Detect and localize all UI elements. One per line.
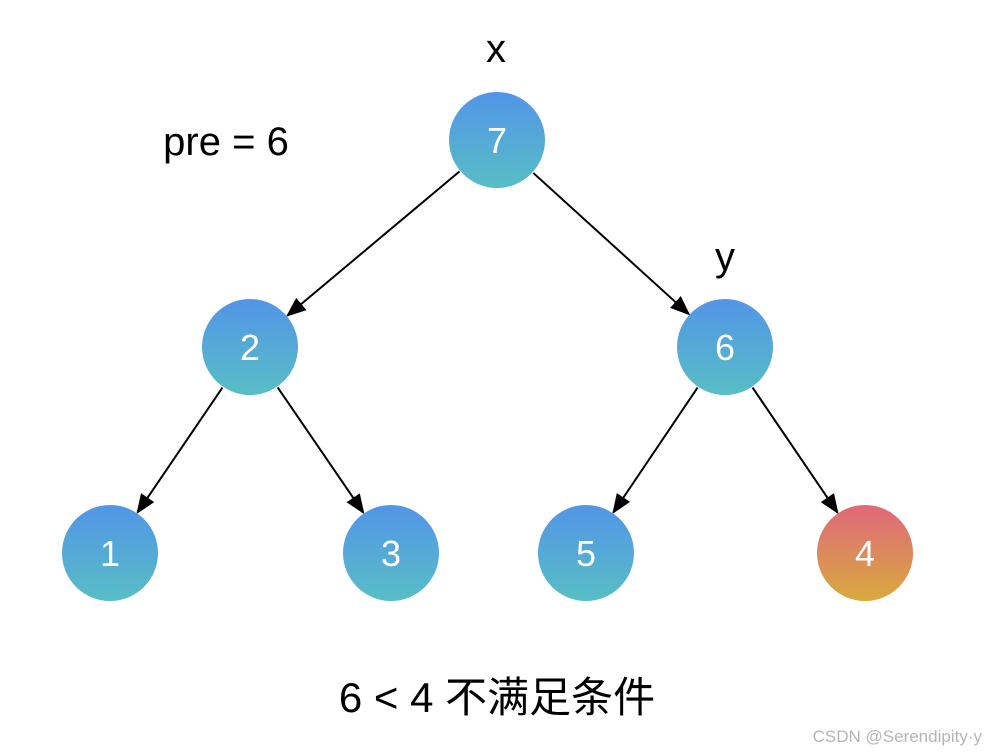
y-marker-label: y [715, 235, 735, 279]
node-circle [343, 505, 439, 601]
edge-n7-to-n6 [532, 172, 691, 316]
edge-n2-to-n3 [276, 386, 365, 515]
edge-n7-to-n2 [286, 170, 461, 317]
pre-value-label: pre = 6 [163, 120, 289, 164]
node-label: 5 [576, 533, 596, 574]
x-marker-label: x [486, 27, 506, 71]
tree-node-6: 6 [677, 299, 773, 395]
node-label: 7 [487, 120, 507, 161]
node-label: 2 [240, 327, 260, 368]
node-circle [677, 299, 773, 395]
node-label: 6 [715, 327, 735, 368]
edge-n6-to-n5 [612, 387, 699, 515]
edges-layer [136, 170, 839, 515]
watermark-text: CSDN @Serendipity·y [813, 727, 983, 746]
tree-node-2: 2 [202, 299, 298, 395]
tree-node-4: 4 [817, 505, 913, 601]
tree-node-5: 5 [538, 505, 634, 601]
node-circle [202, 299, 298, 395]
node-label: 3 [381, 533, 401, 574]
node-circle [62, 505, 158, 601]
edge-n2-to-n1 [136, 386, 224, 515]
tree-node-3: 3 [343, 505, 439, 601]
nodes-layer: 7 2 6 1 3 5 4 [62, 92, 913, 601]
node-circle [449, 92, 545, 188]
edge-n6-to-n4 [751, 386, 839, 515]
node-label: 4 [855, 533, 875, 574]
node-circle [538, 505, 634, 601]
node-circle [817, 505, 913, 601]
tree-node-7: 7 [449, 92, 545, 188]
node-label: 1 [100, 533, 120, 574]
tree-node-1: 1 [62, 505, 158, 601]
condition-caption: 6 < 4 不满足条件 [339, 674, 655, 721]
